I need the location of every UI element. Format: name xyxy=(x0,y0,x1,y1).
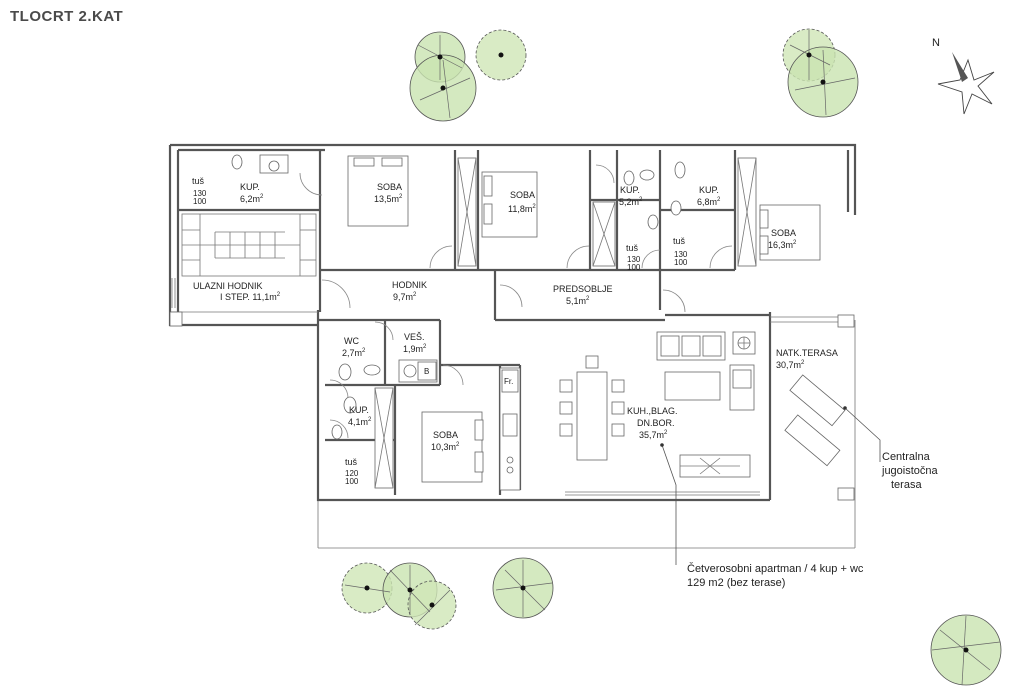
apartment-note-line1: Četverosobni apartman / 4 kup + wc xyxy=(687,562,864,575)
kup2-name: KUP. xyxy=(620,185,640,195)
kup4-area: 4,1m2 xyxy=(348,417,372,427)
terrace-loungers xyxy=(784,374,846,467)
tree-bottom-center xyxy=(492,557,554,619)
kuh-line2: DN.BOR. xyxy=(637,418,675,428)
terrace-note-line1: Centralna xyxy=(882,451,931,463)
hodnik-name: HODNIK xyxy=(392,280,427,290)
tree-group-top-left xyxy=(409,29,527,122)
wc-name: WC xyxy=(344,336,359,346)
annotations: Centralna jugoistočna terasa Četverosobn… xyxy=(687,451,939,589)
ves-area: 1,9m2 xyxy=(403,344,427,354)
leader-lines xyxy=(660,406,881,565)
soba2-area: 11,8m2 xyxy=(508,204,536,214)
kuh-area: 35,7m2 xyxy=(639,430,668,440)
terrace-note-line3: terasa xyxy=(891,479,922,491)
living-room xyxy=(656,331,756,411)
soba1-name: SOBA xyxy=(377,182,402,192)
plan-title: TLOCRT 2.KAT xyxy=(10,8,124,25)
beds xyxy=(347,155,821,483)
kuh-line1: KUH.,BLAG. xyxy=(627,406,678,416)
kup3-area: 6,8m2 xyxy=(697,197,721,207)
kup1-shower-label: tuš xyxy=(192,176,205,186)
predsoblje-area: 5,1m2 xyxy=(566,296,590,306)
kup1-shower-size-top: 130 xyxy=(193,189,207,198)
wardrobes xyxy=(374,157,757,489)
terasa-name: NATK.TERASA xyxy=(776,348,838,358)
terrace-note-line2: jugoistočna xyxy=(881,465,939,477)
kup2-shower-label: tuš xyxy=(626,243,639,253)
fridge-label: Fr. xyxy=(504,377,513,386)
north-arrow-icon: N xyxy=(932,37,995,115)
kup4-shower-size-top: 120 xyxy=(345,469,359,478)
kup2-shower-size-top: 130 xyxy=(627,255,641,264)
room-labels: tuš 130 100 KUP. 6,2m2 ULAZNI HODNIK I S… xyxy=(192,176,838,486)
kup4-shower-label: tuš xyxy=(345,457,358,467)
wc-area: 2,7m2 xyxy=(342,348,366,358)
apartment-note-line2: 129 m2 (bez terase) xyxy=(687,577,785,589)
soba2-name: SOBA xyxy=(510,190,535,200)
ves-name: VEŠ. xyxy=(404,332,425,342)
tree-group-bottom-left xyxy=(341,562,457,630)
doors xyxy=(299,164,733,439)
terasa-area: 30,7m2 xyxy=(776,360,805,370)
appliance-b-label: B xyxy=(424,367,429,376)
compass-label: N xyxy=(932,37,940,49)
staircase xyxy=(181,213,317,277)
tree-bottom-right xyxy=(930,614,1002,686)
kup2-shower-size-bottom: 100 xyxy=(627,263,641,272)
soba4-area: 10,3m2 xyxy=(431,442,460,452)
kup1-shower-size-bottom: 100 xyxy=(193,197,207,206)
kup4-name: KUP. xyxy=(349,405,369,415)
kup1-name: KUP. xyxy=(240,182,260,192)
soba3-area: 16,3m2 xyxy=(768,240,797,250)
kup4-shower-size-bottom: 100 xyxy=(345,477,359,486)
hodnik-area: 9,7m2 xyxy=(393,292,417,302)
kup3-shower-size-bottom: 100 xyxy=(674,258,688,267)
kup3-shower-label: tuš xyxy=(673,236,686,246)
predsoblje-name: PREDSOBLJE xyxy=(553,284,613,294)
ulazni-area: I STEP. 11,1m2 xyxy=(220,292,281,302)
kup3-shower-size-top: 130 xyxy=(674,250,688,259)
kup2-area: 5,2m2 xyxy=(619,197,643,207)
kup1-area: 6,2m2 xyxy=(240,194,264,204)
soba1-area: 13,5m2 xyxy=(374,194,403,204)
dining-table xyxy=(559,355,625,461)
ulazni-name: ULAZNI HODNIK xyxy=(193,281,263,291)
tree-group-top-right xyxy=(782,28,859,118)
soba3-name: SOBA xyxy=(771,228,796,238)
bathroom-fixtures: B xyxy=(231,154,686,440)
kitchen: Fr. xyxy=(499,367,751,491)
windows xyxy=(169,278,855,501)
kup3-name: KUP. xyxy=(699,185,719,195)
soba4-name: SOBA xyxy=(433,430,458,440)
